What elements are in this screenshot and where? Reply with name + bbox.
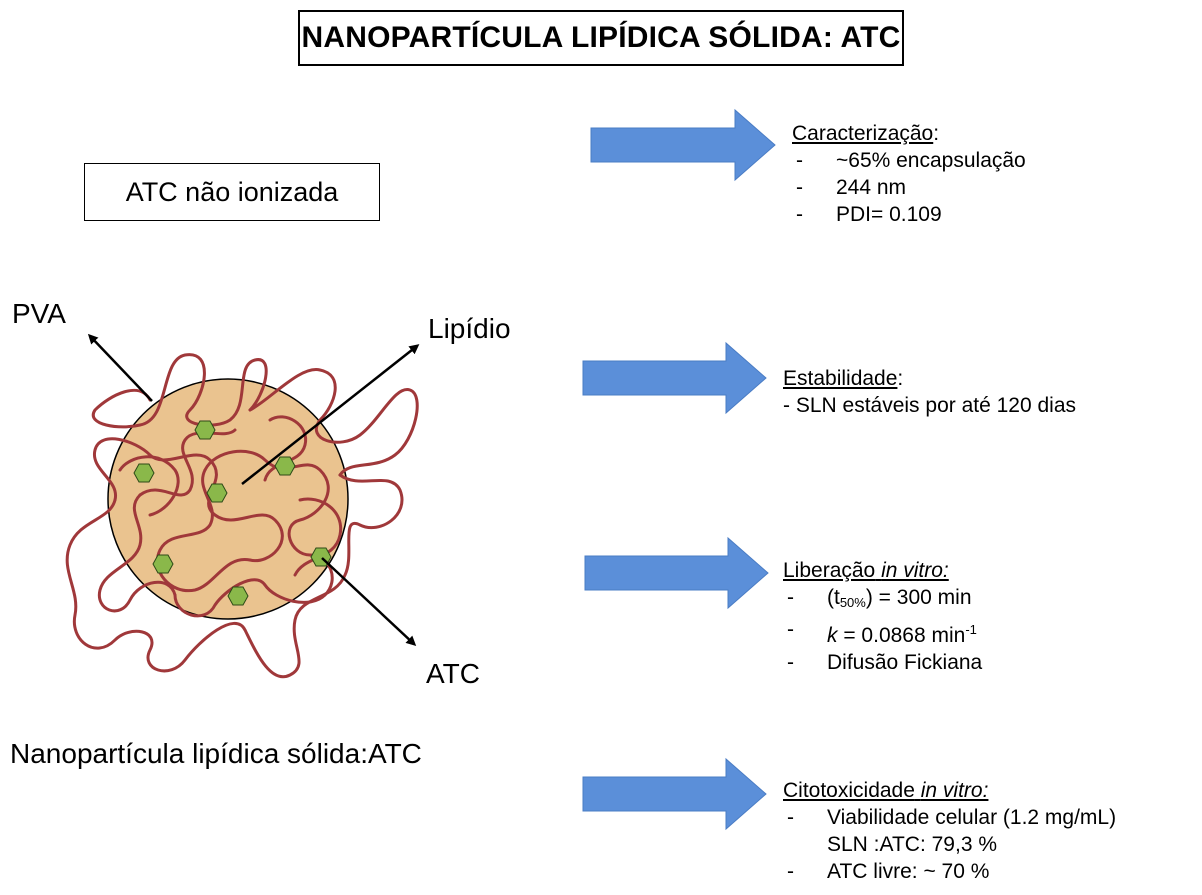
list-item: -~65% encapsulação [796,149,1026,172]
k-value: k = 0.0868 min-1 [827,622,977,647]
list-item: -k = 0.0868 min-1 [787,618,977,647]
caracterizacao-heading: Caracterização [792,122,934,145]
citotoxicidade-heading: Citotoxicidade [783,779,915,802]
encapsulation-value: ~65% encapsulação [836,149,1026,172]
pva-polymer-chains [65,353,419,679]
drug-hexagon [227,586,249,606]
list-item: -Viabilidade celular (1.2 mg/mL) [787,806,1117,829]
diagram-title: NANOPARTÍCULA LIPÍDICA SÓLIDA: ATC [298,10,904,66]
pdi-value: PDI= 0.109 [836,203,942,226]
section-citotoxicidade: Citotoxicidade in vitro: -Viabilidade ce… [783,779,1117,883]
arrow-to-citotoxicidade [582,757,767,831]
list-item: -PDI= 0.109 [796,203,942,226]
t50-value: (t50%) = 300 min [827,586,972,610]
drug-hexagon [194,420,216,440]
lipidio-label: Lipídio [428,313,511,344]
subtitle-box: ATC não ionizada [84,163,380,221]
pva-pointer-arrow [87,333,153,402]
list-item: -Difusão Fickiana [787,651,983,674]
lipid-pointer-arrow [241,344,420,485]
liberacao-heading: Liberação [783,559,876,582]
section-estabilidade: Estabilidade: - SLN estáveis por até 120… [783,367,1076,417]
arrow-to-caracterizacao [590,108,776,182]
free-atc-viability: ATC livre: ~ 70 % [827,860,990,883]
arrow-to-estabilidade [582,341,767,415]
particle-caption: Nanopartícula lipídica sólida:ATC [10,738,422,769]
arrow-to-liberacao [584,536,769,610]
list-item: -244 nm [796,176,907,199]
drug-hexagon [133,463,155,483]
list-item: -ATC livre: ~ 70 % [787,860,990,883]
pva-label: PVA [12,298,66,329]
section-liberacao: Liberação in vitro: -(t50%) = 300 min -k… [783,559,983,674]
drug-molecules [133,420,332,606]
stability-value: - SLN estáveis por até 120 dias [783,394,1076,417]
drug-hexagon [152,554,174,574]
diffusion-type: Difusão Fickiana [827,651,983,674]
list-item: -(t50%) = 300 min [783,584,982,616]
section-caracterizacao: Caracterização: -~65% encapsulação -244 … [792,122,1026,226]
size-value: 244 nm [836,176,907,199]
estabilidade-heading: Estabilidade [783,367,898,390]
viability-label: Viabilidade celular (1.2 mg/mL) [827,806,1117,829]
drug-hexagon [206,483,228,503]
atc-label: ATC [426,658,480,689]
atc-pointer-arrow [321,557,417,647]
drug-hexagon [274,456,296,476]
sln-atc-viability: SLN :ATC: 79,3 % [827,833,998,856]
